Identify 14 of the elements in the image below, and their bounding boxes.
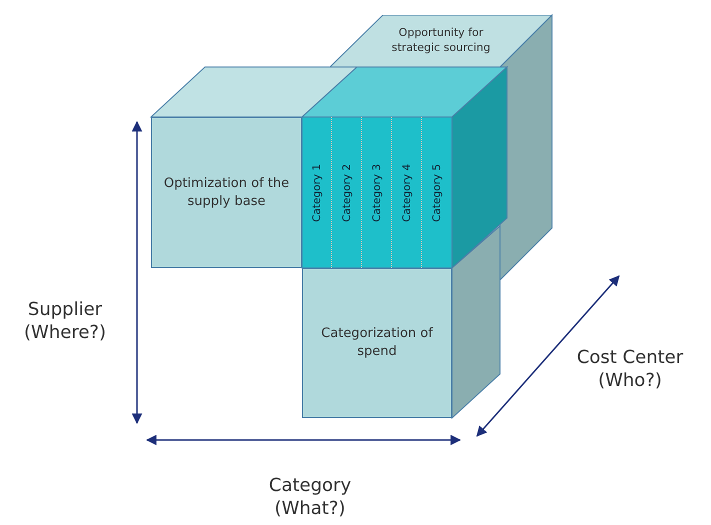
column-label: Category 2 xyxy=(340,164,352,222)
axis-label: Supplier (Where?) xyxy=(23,298,107,345)
block-face xyxy=(151,117,302,268)
face-label: Opportunity for strategic sourcing xyxy=(390,26,492,56)
face-label: Optimization of the supply base xyxy=(162,174,290,210)
column-label: Category 1 xyxy=(310,164,322,222)
column-label: Category 3 xyxy=(370,164,382,222)
top-face xyxy=(330,15,552,67)
column-label: Category 4 xyxy=(400,164,412,222)
axis-label: Cost Center (Who?) xyxy=(576,346,684,393)
column-label: Category 5 xyxy=(431,164,443,222)
axis-label: Category (What?) xyxy=(268,474,352,521)
block-face xyxy=(302,268,452,418)
face-label: Categorization of spend xyxy=(320,325,434,361)
